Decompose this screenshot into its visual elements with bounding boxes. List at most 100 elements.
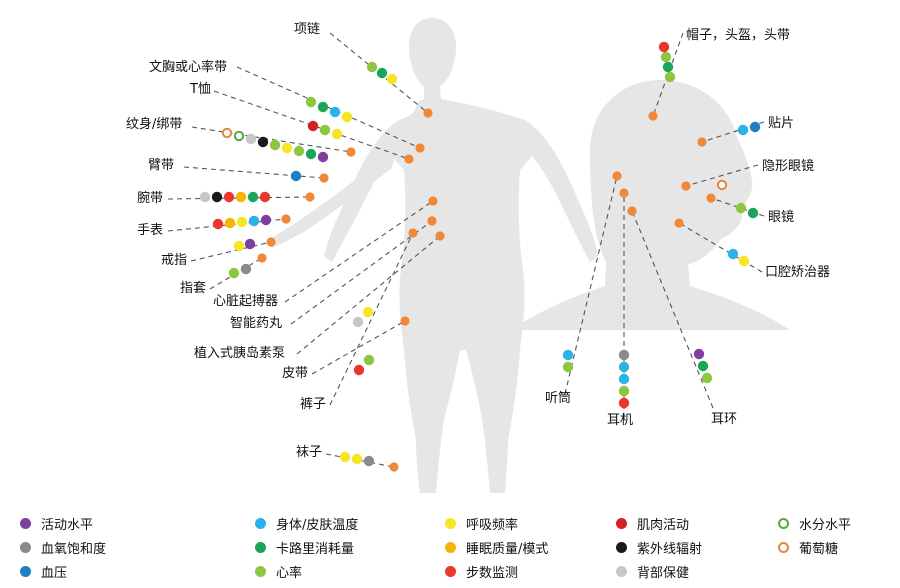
uv-dot — [616, 542, 627, 553]
sensor-dot-earphone-temp — [618, 373, 630, 385]
sensor-dot-ring-resp — [233, 240, 245, 252]
sensor-dot-wristband-sleep — [235, 191, 247, 203]
sensor-dot-ring-activity — [244, 238, 256, 250]
label-watch: 手表 — [137, 223, 163, 238]
legend-item-activity: 活动水平 — [20, 514, 93, 533]
label-earphone: 耳机 — [607, 413, 633, 428]
sensor-dot-bra-resp — [341, 111, 353, 123]
anchor-necklace — [423, 108, 433, 118]
sensor-dot-hat-steps — [658, 41, 670, 53]
label-glasses: 眼镜 — [768, 210, 794, 225]
sensor-dot-watch-sleep — [224, 217, 236, 229]
sensor-dot-watch-steps — [212, 218, 224, 230]
anchor-belt — [400, 316, 410, 326]
legend-item-temp: 身体/皮肤温度 — [255, 514, 358, 533]
sensor-dot-tshirt-hr — [319, 124, 331, 136]
sensor-dot-earring-activity — [693, 348, 705, 360]
legend-item-muscle: 肌肉活动 — [616, 514, 689, 533]
resp-dot — [445, 518, 456, 529]
leader-bra — [236, 66, 421, 149]
label-glove: 指套 — [180, 280, 206, 296]
anchor-pill — [427, 216, 437, 226]
steps-dot — [445, 566, 456, 577]
label-tshirt: T恤 — [189, 82, 211, 97]
glucose-ring-dot — [778, 542, 789, 553]
legend-item-resp: 呼吸频率 — [445, 514, 518, 533]
muscle-dot — [616, 518, 627, 529]
sensor-dot-glove-spo2 — [240, 263, 252, 275]
sensor-dot-watch-activity — [260, 214, 272, 226]
label-pill: 智能药丸 — [230, 316, 282, 331]
leader-armband — [183, 166, 325, 179]
sensor-dot-glove-hr — [228, 267, 240, 279]
anchor-bra — [415, 143, 425, 153]
sensor-dot-tattoo-glucose — [221, 127, 233, 139]
back-dot — [616, 566, 627, 577]
anchor-patch — [697, 137, 707, 147]
sensor-dot-wristband-uv — [211, 191, 223, 203]
sensor-dot-necklace-hr — [366, 61, 378, 73]
legend-item-uv: 紫外线辐射 — [616, 538, 702, 557]
sensor-dot-contact-glucose — [716, 179, 728, 191]
anchor-glasses — [706, 193, 716, 203]
anchor-earring — [627, 206, 637, 216]
sensor-dot-belt-hr — [363, 354, 375, 366]
sensor-dot-wristband-calorie — [247, 191, 259, 203]
sensor-dot-hat-calorie — [662, 61, 674, 73]
sensor-dot-tattoo-hr — [293, 145, 305, 157]
label-braces: 口腔矫治器 — [765, 265, 830, 280]
label-tattoo: 纹身/绑带 — [126, 116, 182, 132]
anchor-hat — [648, 111, 658, 121]
sensor-dot-patch-temp — [737, 124, 749, 136]
leader-hat — [652, 32, 684, 117]
sensor-dot-patch-bp — [749, 121, 761, 133]
leader-pill — [290, 220, 433, 325]
leader-stethoscope — [564, 175, 618, 395]
sleep-dot — [445, 542, 456, 553]
legend-item-glucose: 葡萄糖 — [778, 538, 838, 557]
legend-item-calorie: 卡路里消耗量 — [255, 538, 354, 557]
spo2-dot — [20, 542, 31, 553]
leader-pacemaker — [284, 200, 434, 303]
anchor-earphone — [619, 188, 629, 198]
sensor-dot-glasses-calorie — [747, 207, 759, 219]
sensor-dot-necklace-calorie — [376, 67, 388, 79]
head-silhouette — [512, 80, 790, 330]
label-pants: 裤子 — [300, 397, 326, 412]
sensor-dot-tshirt-resp — [331, 128, 343, 140]
legend-item-back: 背部保健 — [616, 562, 689, 581]
leader-ring — [190, 241, 272, 262]
sensor-dot-tattoo-hydration — [233, 130, 245, 142]
sensor-dot-socks-resp — [351, 453, 363, 465]
anchor-tshirt — [404, 154, 414, 164]
anchor-pacemaker — [428, 196, 438, 206]
sensor-dot-tattoo-uv — [257, 136, 269, 148]
label-earring: 耳环 — [711, 412, 737, 427]
temp-dot — [255, 518, 266, 529]
sensor-dot-watch-temp — [248, 215, 260, 227]
wearables-diagram: 项链 文胸或心率带 T恤 纹身/绑带 臂带 腕带 手表 戒指 指套 心脏起搏器 … — [126, 18, 830, 493]
calorie-dot — [255, 542, 266, 553]
legend-item-steps: 步数监测 — [445, 562, 518, 581]
anchor-ring — [266, 237, 276, 247]
anchor-tattoo — [346, 147, 356, 157]
sensor-dot-bra-calorie — [317, 101, 329, 113]
sensor-dot-hat-hr — [660, 51, 672, 63]
sensor-dot-tattoo-resp — [281, 142, 293, 154]
sensor-dot-braces-resp — [738, 255, 750, 267]
sensor-dot-bra-temp — [329, 106, 341, 118]
hydration-ring-dot — [778, 518, 789, 529]
label-armband: 臂带 — [148, 158, 174, 173]
body-anchor-points — [257, 108, 716, 472]
anchor-braces — [674, 218, 684, 228]
sensor-dot-earring-hr — [701, 372, 713, 384]
hr-dot — [255, 566, 266, 577]
sensor-dot-earring-calorie — [697, 360, 709, 372]
sensor-dot-wristband-steps — [223, 191, 235, 203]
sensor-dot-earphone-temp — [618, 361, 630, 373]
sensor-dot-socks-resp — [339, 451, 351, 463]
anchor-stethoscope — [612, 171, 622, 181]
sensor-dot-socks-spo2 — [363, 455, 375, 467]
leader-watch — [167, 218, 287, 232]
label-ring: 戒指 — [161, 253, 187, 268]
